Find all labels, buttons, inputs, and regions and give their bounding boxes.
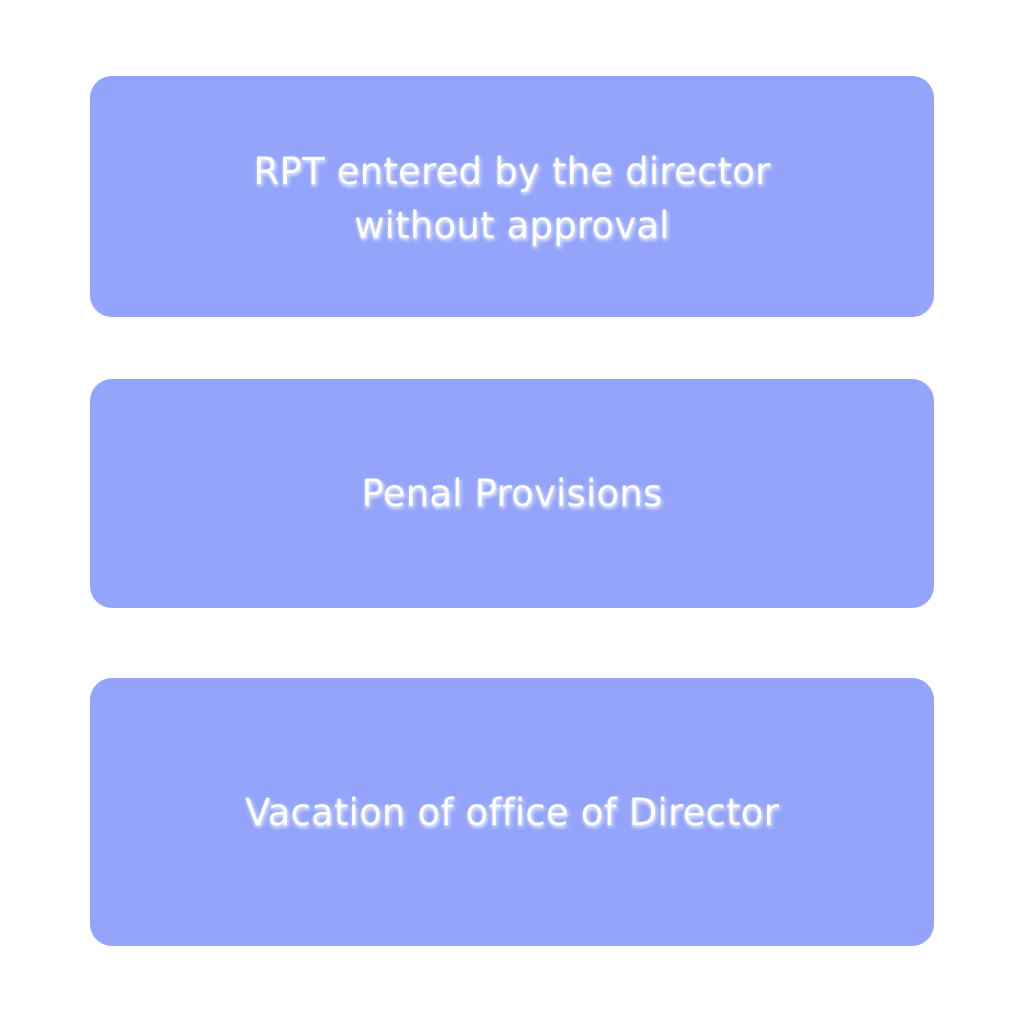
flow-card-penal-provisions[interactable]: Penal Provisions — [90, 379, 934, 608]
flow-card-rpt-without-approval[interactable]: RPT entered by the director without appr… — [90, 76, 934, 317]
flow-card-label: Vacation of office of Director — [244, 791, 780, 834]
flow-card-label: RPT entered by the director without appr… — [253, 150, 771, 247]
flow-card-vacation-of-office-of-director[interactable]: Vacation of office of Director — [90, 678, 934, 946]
flow-card-label: Penal Provisions — [361, 471, 663, 515]
